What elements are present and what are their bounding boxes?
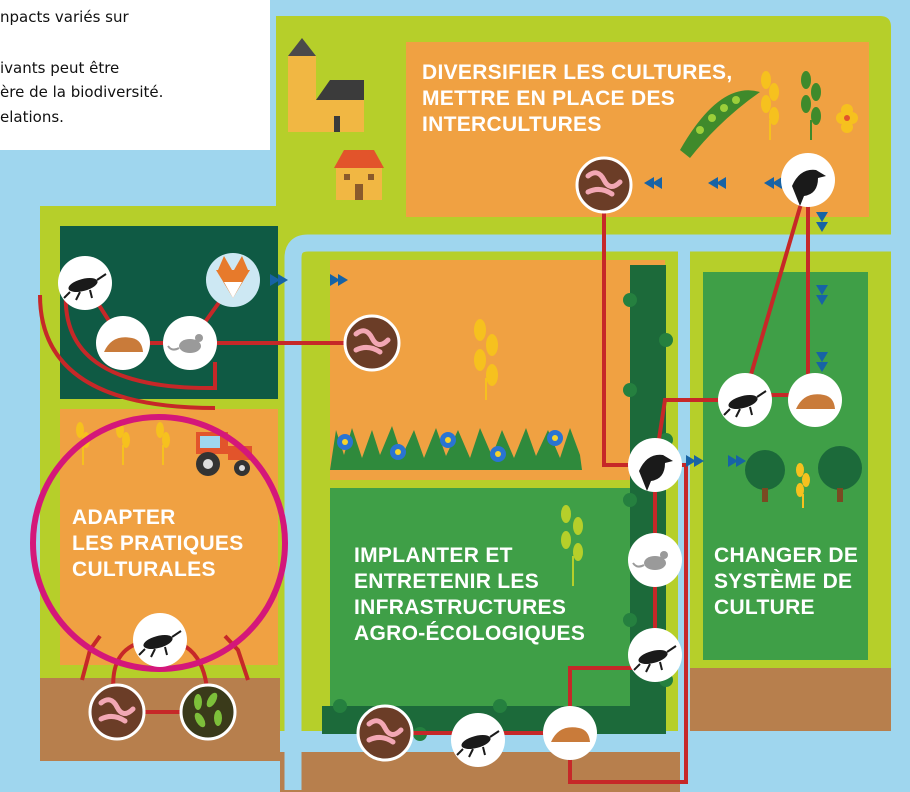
soil-right: [680, 668, 891, 731]
label-line: ADAPTER: [72, 506, 176, 529]
wheat-icon: [801, 71, 821, 140]
label-line: DIVERSIFIER LES CULTURES,: [422, 61, 733, 84]
field-dark-green: [60, 226, 278, 399]
soil-left: [40, 678, 280, 761]
earthworm-icon: [88, 683, 146, 741]
tractor-icon: [196, 432, 252, 476]
slug-icon: [788, 373, 842, 427]
label-line: CHANGER DE: [714, 544, 859, 567]
mouse-icon: [628, 533, 682, 587]
crow-icon: [628, 438, 682, 492]
earthworm-icon: [343, 314, 401, 372]
highlight-ring: [30, 414, 288, 672]
earthworm-icon: [356, 704, 414, 762]
bacteria-icon: [179, 683, 237, 741]
label-line: CULTURE: [714, 596, 815, 619]
beetle-icon: [133, 613, 187, 667]
intro-line-2: ivants peut être: [0, 59, 120, 77]
farm-building-icon: [288, 38, 364, 132]
label-line: INFRASTRUCTURES: [354, 596, 567, 619]
label-line: CULTURALES: [72, 558, 216, 581]
label-changer: CHANGER DE SYSTÈME DE CULTURE: [714, 543, 858, 621]
pea-pod-icon: [680, 90, 760, 158]
river: [284, 234, 891, 790]
house-icon: [334, 150, 384, 200]
earthworm-icon: [575, 156, 633, 214]
slug-icon: [96, 316, 150, 370]
label-adapter: ADAPTER LES PRATIQUES CULTURALES: [72, 505, 244, 583]
intro-line-1: npacts variés sur: [0, 8, 129, 26]
flower-icon: [836, 104, 858, 133]
label-line: INTERCULTURES: [422, 113, 602, 136]
intro-text: npacts variés sur ivants peut être ère d…: [0, 0, 270, 150]
fox-icon: [206, 253, 260, 307]
label-implanter: IMPLANTER ET ENTRETENIR LES INFRASTRUCTU…: [354, 543, 585, 647]
grass-strip: [330, 426, 582, 470]
label-line: LES PRATIQUES: [72, 532, 244, 555]
label-diversifier: DIVERSIFIER LES CULTURES, METTRE EN PLAC…: [422, 60, 732, 138]
label-line: IMPLANTER ET: [354, 544, 513, 567]
beetle-icon: [718, 373, 772, 427]
slug-icon: [543, 706, 597, 760]
wheat-icon: [474, 71, 810, 508]
intro-line-4: elations.: [0, 108, 64, 126]
label-line: AGRO-ÉCOLOGIQUES: [354, 622, 586, 645]
tree-icon: [745, 446, 862, 502]
flower-icon: [337, 430, 563, 462]
mouse-icon: [163, 316, 217, 370]
beetle-icon: [628, 628, 682, 682]
beetle-icon: [58, 256, 112, 310]
arrow-icon: [270, 177, 828, 467]
wheat-icon: [561, 505, 583, 586]
label-line: METTRE EN PLACE DES: [422, 87, 676, 110]
intro-line-3: ère de la biodiversité.: [0, 83, 164, 101]
beetle-icon: [451, 713, 505, 767]
label-line: ENTRETENIR LES: [354, 570, 540, 593]
crow-icon: [781, 153, 835, 207]
label-line: SYSTÈME DE: [714, 570, 853, 593]
